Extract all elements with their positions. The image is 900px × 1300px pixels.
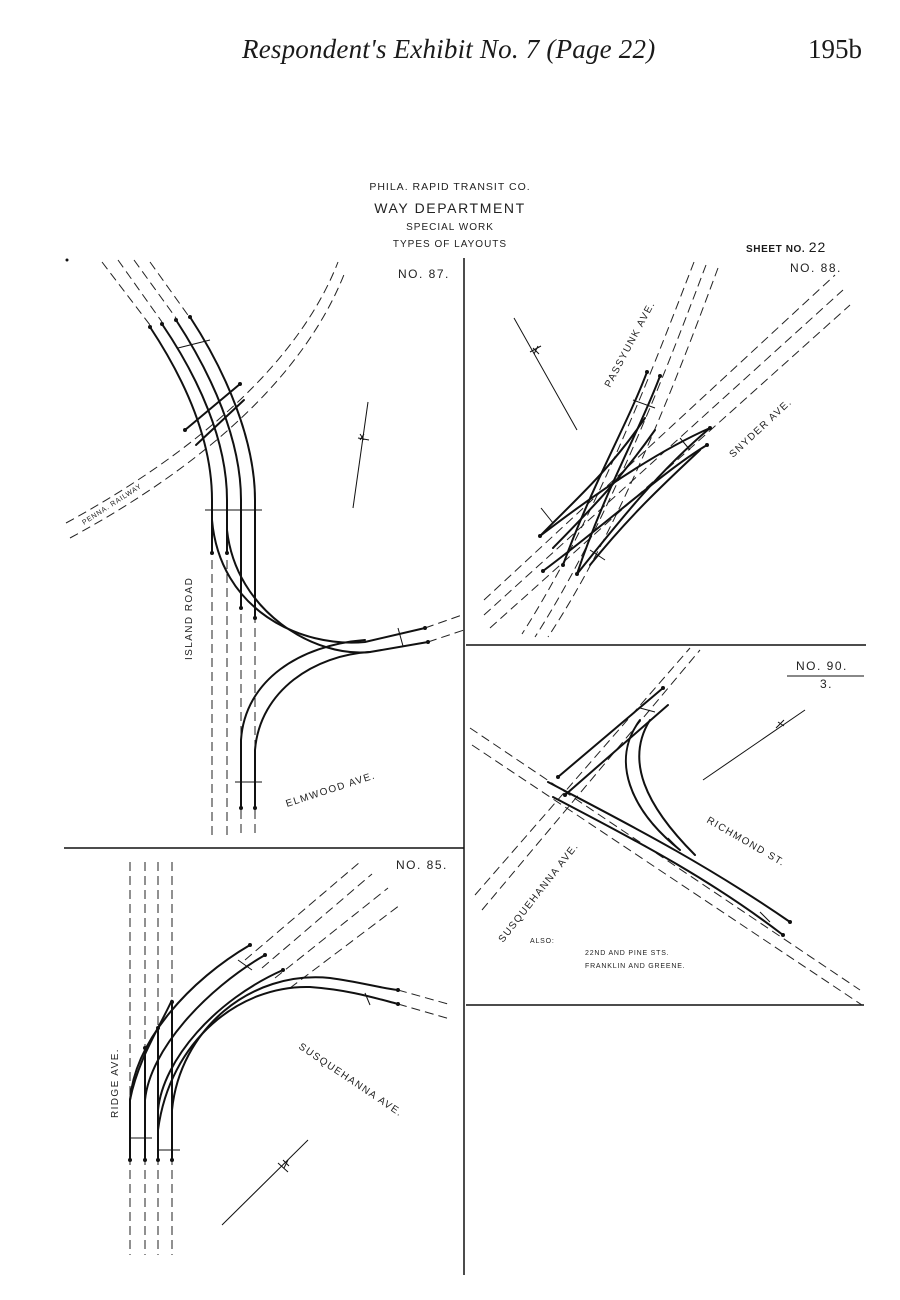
street-label-ridge-ave: RIDGE AVE.	[110, 1048, 121, 1118]
street-label-richmond-st: RICHMOND ST.	[705, 815, 788, 869]
page-number: 195b	[808, 34, 862, 64]
also-note-line-1: 22ND AND PINE STS.	[585, 950, 669, 957]
sheet-value: 22	[808, 239, 827, 255]
drawing-subject: SPECIAL WORK	[406, 222, 494, 233]
street-label-passyunk-ave: PASSYUNK AVE.	[603, 299, 658, 389]
layout-90-sub: 3.	[820, 677, 833, 691]
street-label-penna-railway: PENNA. RAILWAY	[81, 483, 143, 527]
exhibit-title: Respondent's Exhibit No. 7 (Page 22)	[242, 34, 656, 64]
layout-88: NO. 88.	[483, 261, 851, 638]
layout-90-number: NO. 90.	[796, 659, 848, 673]
layout-87-number: NO. 87.	[398, 267, 450, 281]
layout-87: NO. 87.	[65, 259, 465, 835]
street-label-elmwood-ave: ELMWOOD AVE.	[285, 770, 378, 809]
street-label-susquehanna-ave: SUSQUEHANNA AVE.	[497, 841, 582, 945]
layout-85-number: NO. 85.	[396, 858, 448, 872]
company-name: PHILA. RAPID TRANSIT CO.	[369, 181, 531, 193]
north-arrow-icon	[702, 709, 806, 781]
drawing-title: TYPES OF LAYOUTS	[392, 239, 508, 250]
department-name: WAY DEPARTMENT	[374, 200, 526, 216]
also-note-line-2: FRANKLIN AND GREENE.	[585, 963, 685, 970]
layout-90: NO. 90. 3. SUSQUEHANNA AVE. RICHMOND ST.…	[469, 647, 864, 1006]
also-note-label: ALSO:	[530, 938, 555, 945]
sheet-label: SHEET NO.	[746, 244, 806, 255]
street-label-snyder-ave: SNYDER AVE.	[728, 397, 795, 461]
street-label-island-road: ISLAND ROAD	[184, 577, 195, 660]
street-label-susquehanna-ave: SUSQUEHANNA AVE.	[296, 1041, 404, 1119]
panel-frame	[64, 258, 866, 1275]
layout-85: NO. 85.	[110, 858, 451, 1255]
north-arrow-icon	[513, 317, 578, 431]
north-arrow-icon	[352, 401, 370, 509]
sheet-number: SHEET NO. 22	[746, 239, 826, 255]
layout-88-number: NO. 88.	[790, 261, 842, 275]
north-arrow-icon	[221, 1139, 309, 1226]
